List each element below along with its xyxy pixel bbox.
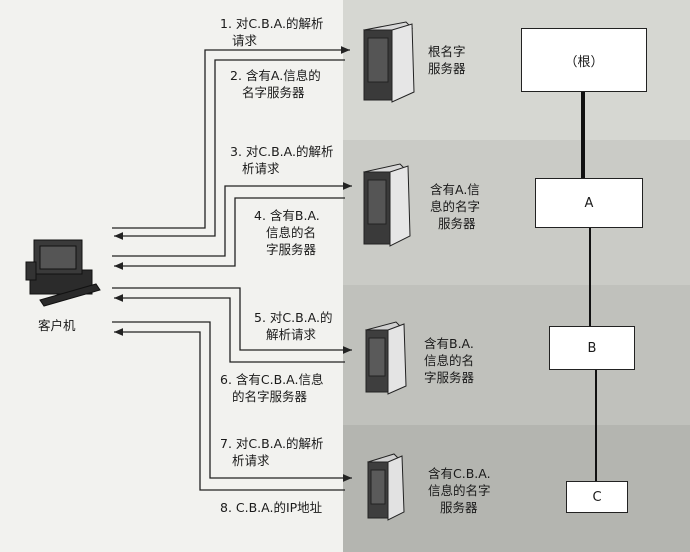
arrow-msg-2 — [114, 59, 345, 240]
message-7-line1: 7. 对C.B.A.的解析 — [220, 436, 324, 451]
message-3-line1: 3. 对C.B.A.的解析 — [230, 144, 334, 159]
arrow-msg-7 — [112, 321, 352, 482]
message-5-line2: 解析请求 — [266, 327, 317, 342]
root-server-label-line2: 服务器 — [428, 61, 466, 76]
b-server-icon — [365, 321, 407, 395]
arrow-msg-6 — [114, 294, 345, 363]
message-8-line1: 8. C.B.A.的IP地址 — [220, 500, 323, 515]
message-2-line2: 名字服务器 — [242, 85, 305, 100]
arrow-msg-8 — [114, 328, 345, 491]
message-7-line2: 析请求 — [232, 453, 270, 468]
tree-node-b: B — [549, 326, 635, 370]
message-5-line1: 5. 对C.B.A.的 — [254, 310, 333, 325]
c-server-icon — [367, 453, 405, 521]
client-label: 客户机 — [38, 318, 76, 333]
tree-node-root: （根） — [521, 28, 647, 92]
arrow-msg-3 — [112, 182, 352, 257]
b-server-label-line3: 字服务器 — [424, 370, 475, 385]
tree-node-a: A — [535, 178, 643, 228]
root-server-label-line1: 根名字 — [428, 44, 466, 59]
c-server-label-line2: 信息的名字 — [428, 483, 491, 498]
c-server-label-line1: 含有C.B.A. — [428, 466, 491, 481]
message-6-line1: 6. 含有C.B.A.信息 — [220, 372, 324, 387]
root-server-icon — [362, 21, 415, 103]
tree-node-c: C — [566, 481, 628, 513]
message-1-line1: 1. 对C.B.A.的解析 — [220, 16, 324, 31]
message-3-line2: 析请求 — [242, 161, 280, 176]
client-computer-icon — [25, 239, 101, 307]
b-server-label-line1: 含有B.A. — [424, 336, 474, 351]
c-server-label-line3: 服务器 — [440, 500, 478, 515]
a-server-label-line2: 息的名字 — [430, 199, 481, 214]
arrow-msg-1 — [112, 46, 350, 229]
message-1-line2: 请求 — [232, 33, 258, 48]
a-server-label-line3: 服务器 — [438, 216, 476, 231]
b-server-label-line2: 信息的名 — [424, 353, 475, 368]
a-server-icon — [363, 163, 411, 247]
message-2-line1: 2. 含有A.信息的 — [230, 68, 321, 83]
arrow-msg-4 — [114, 197, 345, 270]
arrow-msg-5 — [112, 287, 352, 354]
message-6-line2: 的名字服务器 — [232, 389, 308, 404]
message-4-line2: 信息的名 — [266, 225, 317, 240]
a-server-label-line1: 含有A.信 — [430, 182, 480, 197]
message-4-line3: 字服务器 — [266, 242, 317, 257]
message-4-line1: 4. 含有B.A. — [254, 208, 320, 223]
